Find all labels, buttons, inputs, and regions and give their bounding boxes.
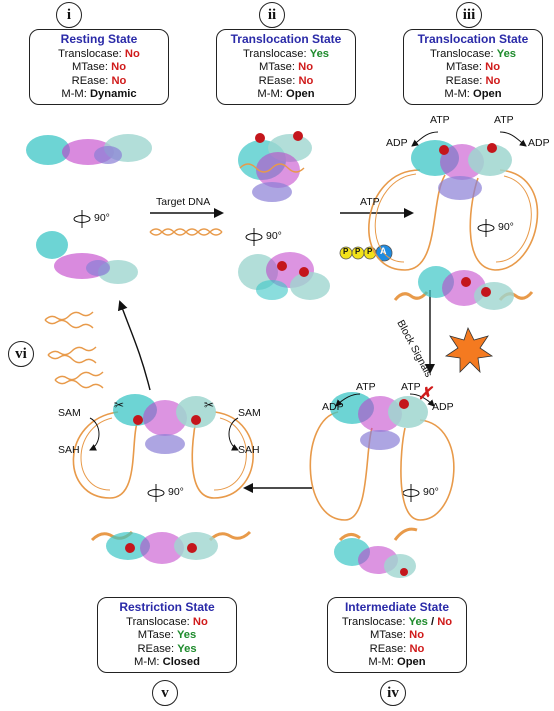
rease-value: No	[298, 74, 314, 87]
mm-value: Dynamic	[89, 88, 137, 101]
state-title: Translocation State	[417, 32, 529, 46]
state-title: Resting State	[60, 32, 138, 46]
protein-structure-ii-top	[238, 131, 312, 202]
adp-label-iii-right: ADP	[528, 137, 550, 149]
target-dna-helix	[149, 228, 223, 236]
sah-label-left: SAH	[58, 444, 80, 456]
translocase-value: No	[124, 47, 140, 60]
ppp-a: A	[380, 246, 387, 256]
atp-label-iv-right: ATP	[401, 381, 421, 393]
state-card-resting: Resting State Translocase: No MTase: No …	[29, 29, 169, 105]
atp-label-iii-left: ATP	[430, 114, 450, 126]
sam-label-left: SAM	[58, 407, 81, 419]
rotation-label-ii: 90°	[266, 230, 282, 242]
state-card-intermediate: Intermediate State Translocase: Yes / No…	[327, 597, 467, 673]
scissors-icon-right: ✂	[204, 398, 215, 412]
atp-label-iii-right: ATP	[494, 114, 514, 126]
translocase-value: Yes	[496, 47, 517, 60]
state-numeral-iii: iii	[456, 2, 482, 28]
protein-structure-v-bottom	[90, 530, 252, 564]
state-title: Translocation State	[230, 32, 342, 46]
mtase-value: No	[485, 61, 501, 74]
state-title: Restriction State	[119, 600, 215, 614]
rotation-label-iv: 90°	[423, 486, 439, 498]
ppp-p-1: P	[343, 247, 349, 256]
scissors-icon-left: ✂	[114, 398, 125, 412]
mtase-value: No	[298, 61, 314, 74]
state-numeral-iv: iv	[380, 680, 406, 706]
mtase-value: No	[111, 61, 127, 74]
mtase-value: No	[409, 629, 425, 642]
ppp-p-3: P	[367, 247, 373, 256]
cleaved-dna-pieces	[44, 311, 104, 389]
rotation-label-iii: 90°	[498, 221, 514, 233]
rease-value: No	[409, 642, 425, 655]
mm-value: Open	[286, 88, 315, 101]
target-dna-label: Target DNA	[156, 196, 211, 208]
atp-label-iv-left: ATP	[356, 381, 376, 393]
rotation-label-v: 90°	[168, 486, 184, 498]
adp-label-iii-left: ADP	[386, 137, 408, 149]
protein-structure-ii-bottom	[238, 252, 330, 300]
protein-structure-iv-bottom	[334, 527, 418, 578]
rotation-icon	[73, 210, 495, 502]
protein-structure-v-top	[72, 394, 254, 499]
state-numeral-i: i	[56, 2, 82, 28]
sam-label-right: SAM	[238, 407, 261, 419]
ppp-p-2: P	[355, 247, 361, 256]
adp-label-iv-right: ADP	[432, 401, 454, 413]
state-numeral-vi: vi	[8, 341, 34, 367]
protein-structure-i-bottom	[36, 231, 138, 284]
adp-label-iv-left: ADP	[322, 401, 344, 413]
mm-value: Closed	[162, 656, 200, 669]
translocase-value: No	[192, 615, 208, 628]
arrow-v-to-vi	[117, 300, 151, 391]
rease-value: No	[111, 74, 127, 87]
protein-structure-iii-top	[368, 140, 539, 271]
rease-value: Yes	[177, 642, 197, 655]
blocked-x-icon: ✗	[418, 384, 433, 403]
translocase-yes-value: Yes	[408, 615, 428, 628]
rotation-label-i: 90°	[94, 212, 110, 224]
block-signal-burst-icon	[444, 326, 494, 374]
rease-value: No	[485, 74, 501, 87]
state-card-translocation-ii: Translocation State Translocase: Yes MTa…	[216, 29, 356, 105]
protein-structure-i-top	[26, 134, 152, 165]
state-numeral-ii: ii	[259, 2, 285, 28]
atp-label-arrow: ATP	[360, 196, 380, 208]
sah-label-right: SAH	[238, 444, 260, 456]
translocase-value: Yes	[309, 47, 330, 60]
mm-value: Open	[397, 656, 426, 669]
state-card-restriction: Restriction State Translocase: No MTase:…	[97, 597, 237, 673]
translocase-no-value: No	[437, 615, 453, 628]
state-card-translocation-iii: Translocation State Translocase: Yes MTa…	[403, 29, 543, 105]
protein-structure-iv-top	[309, 392, 455, 521]
mtase-value: Yes	[176, 629, 197, 642]
mm-value: Open	[473, 88, 502, 101]
protein-structure-iii-bottom	[393, 266, 534, 310]
state-numeral-v: v	[152, 680, 178, 706]
state-title: Intermediate State	[344, 600, 450, 614]
